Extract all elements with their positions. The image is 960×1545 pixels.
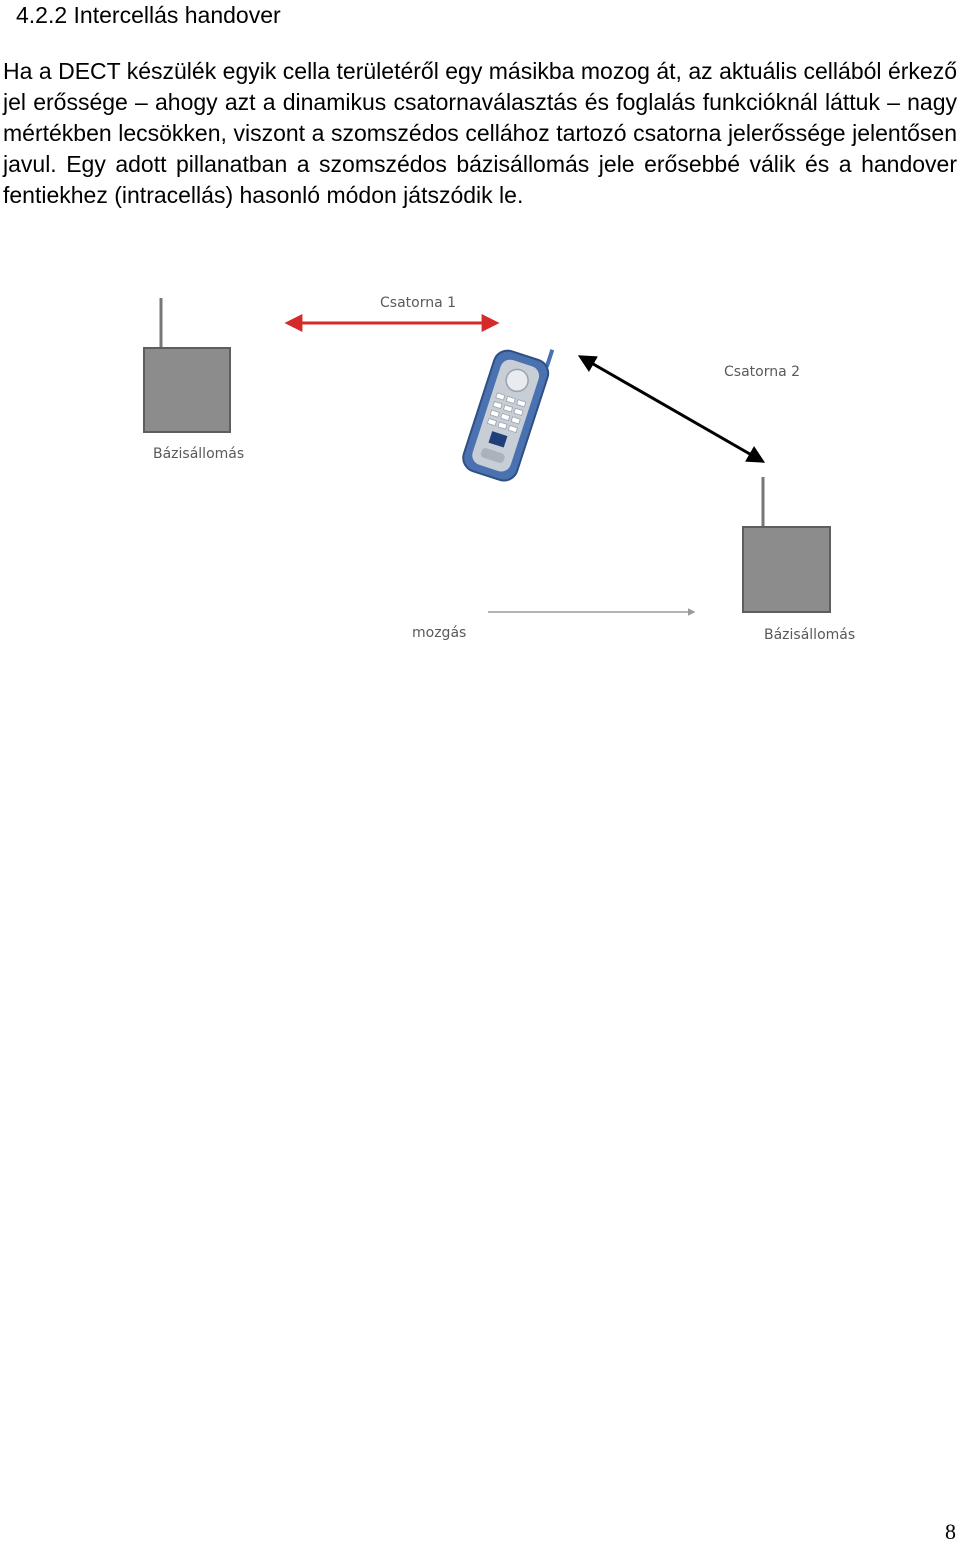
- base-station-2-icon: [742, 477, 831, 613]
- base-station-1-label: Bázisállomás: [153, 446, 244, 462]
- body-paragraph: Ha a DECT készülék egyik cella területér…: [3, 58, 957, 208]
- handover-diagram: Bázisállomás Csatorna 1 Csatorna 2 Bázis…: [143, 295, 855, 643]
- channel-2-arrow-icon: [577, 355, 766, 463]
- page-number: 8: [945, 1519, 956, 1544]
- section-heading: 4.2.2 Intercellás handover: [16, 2, 281, 28]
- phone-icon: [462, 349, 555, 482]
- movement-label: mozgás: [412, 625, 466, 641]
- base-station-2-label: Bázisállomás: [764, 627, 855, 643]
- channel-2-label: Csatorna 2: [724, 364, 800, 380]
- base-station-1-icon: [143, 298, 231, 433]
- channel-1-label: Csatorna 1: [380, 295, 456, 311]
